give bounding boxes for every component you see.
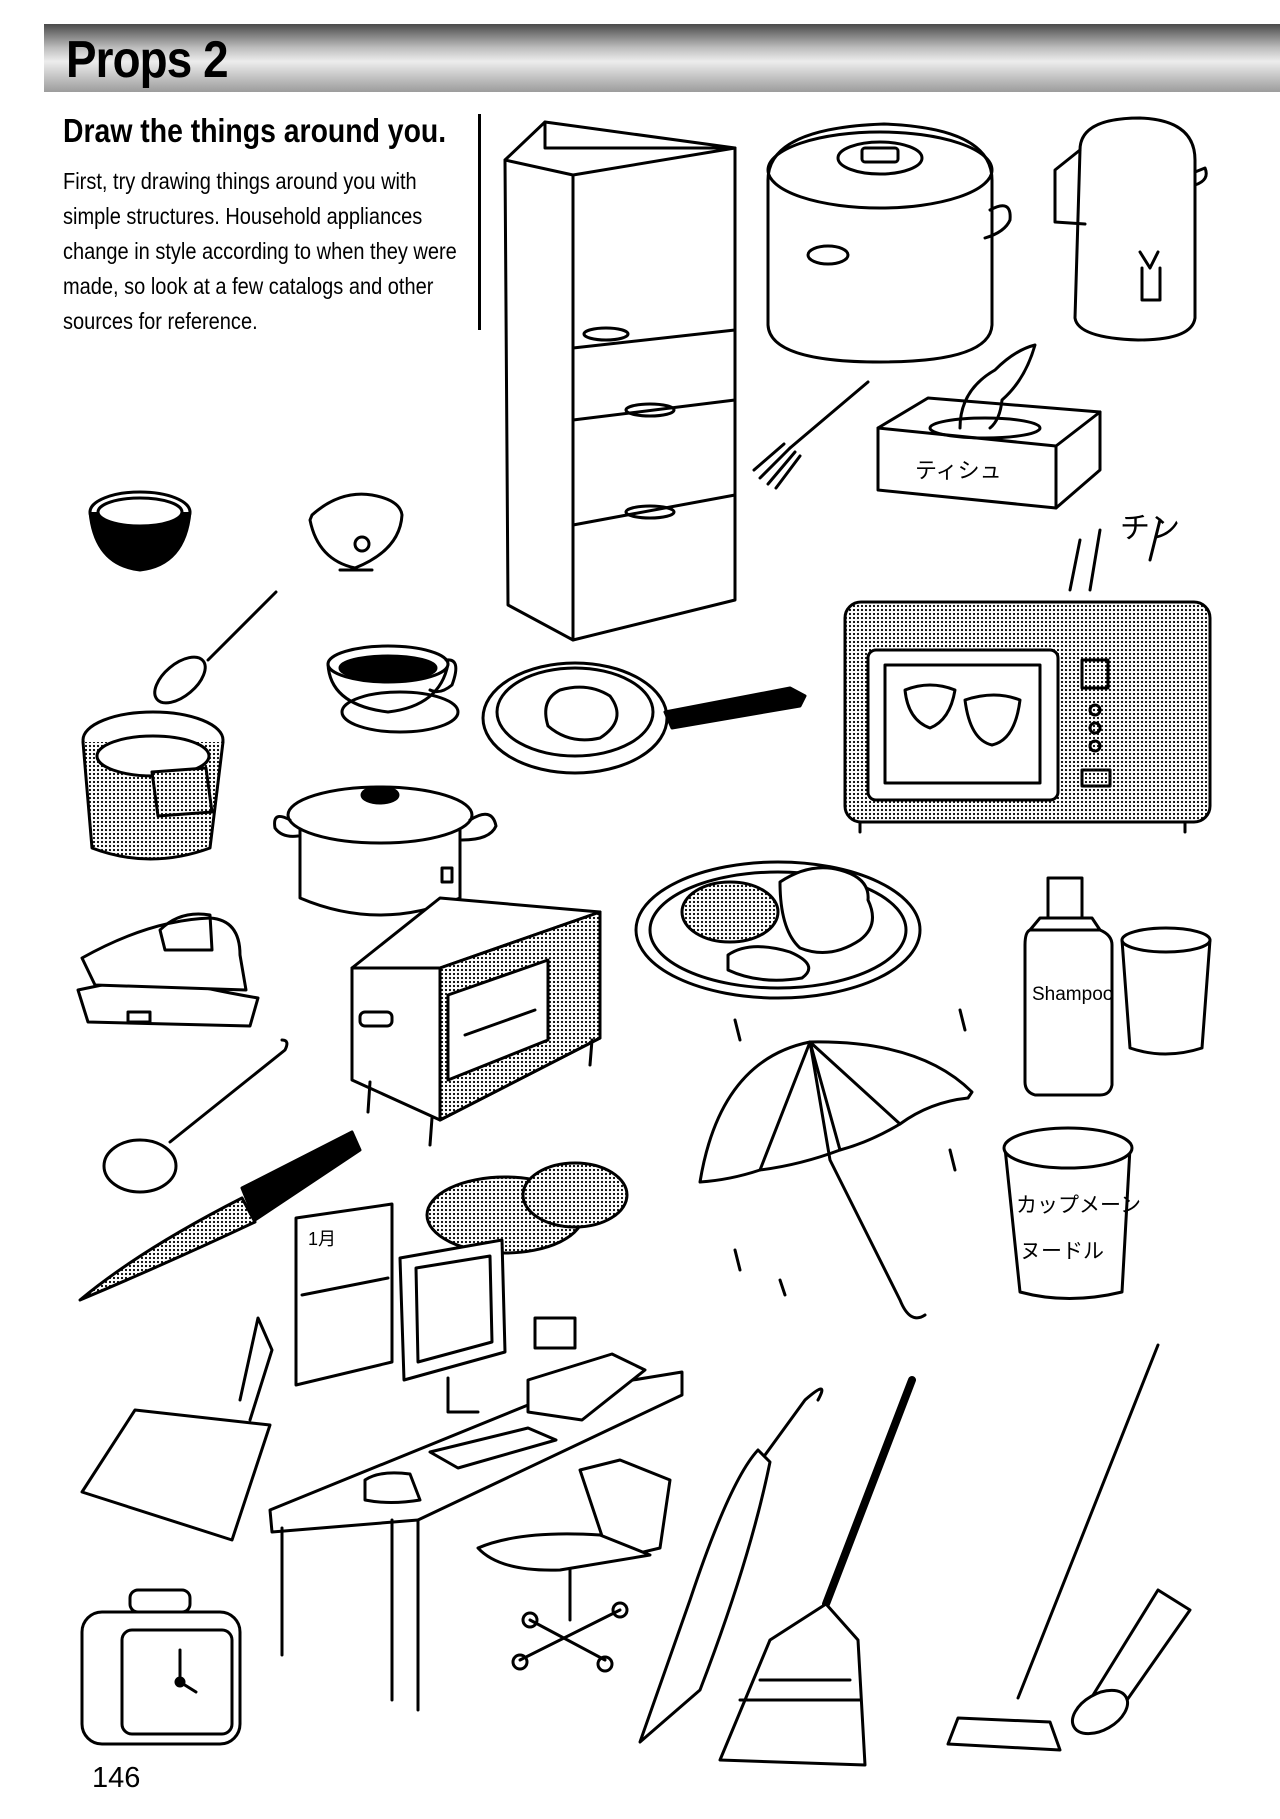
- cup-noodle-label: カップメーン: [1016, 1194, 1141, 1217]
- rice-bowl-illustration: [308, 492, 404, 572]
- cup-noodle-illustration: カップメーン ヌードル: [1002, 1126, 1141, 1300]
- clothes-iron-illustration: [76, 912, 260, 1028]
- computer-desk-illustration: [268, 1238, 684, 1712]
- slippers-illustration: [425, 1161, 629, 1255]
- dustpan-illustration: [80, 1316, 274, 1542]
- cooking-pot-illustration: [273, 785, 498, 917]
- spoon-illustration: [153, 590, 278, 705]
- intro-body: First, try drawing things around you wit…: [63, 168, 457, 334]
- shampoo-bottle-illustration: Shampoo: [1023, 876, 1114, 1097]
- closed-umbrella-illustration: [638, 1387, 824, 1744]
- refrigerator-illustration: [503, 120, 737, 642]
- tissue-box-illustration: ティシュ: [876, 343, 1102, 510]
- plate-of-food-illustration: [634, 860, 922, 1000]
- alarm-clock-illustration: [80, 1588, 242, 1746]
- microwave-sfx: チン: [1120, 512, 1180, 545]
- toaster-oven-illustration: [350, 896, 602, 1147]
- shampoo-label: Shampoo: [1032, 984, 1113, 1005]
- thermos-pot-illustration: [1053, 116, 1208, 342]
- ladle-illustration: [102, 1038, 289, 1194]
- divider: [478, 114, 481, 330]
- drinking-cup-illustration: [1120, 926, 1212, 1056]
- page-title: Props 2: [66, 31, 229, 89]
- broom-illustration: [718, 1376, 916, 1767]
- calendar-month: 1月: [308, 1229, 336, 1249]
- open-umbrella-illustration: [698, 1008, 974, 1320]
- flashlight-illustration: [1071, 1588, 1192, 1736]
- kitchen-knife-illustration: [78, 1130, 362, 1302]
- intro-block: Draw the things around you. First, try d…: [63, 112, 483, 339]
- title-bar: Props 2: [44, 24, 1280, 92]
- wall-calendar-illustration: 1月: [294, 1202, 394, 1387]
- fork-illustration: [752, 380, 870, 490]
- cup-noodle-label-2: ヌードル: [1020, 1240, 1104, 1263]
- floor-mop-illustration: [946, 1343, 1160, 1752]
- page-number: 146: [92, 1762, 141, 1794]
- teacup-illustration: [326, 644, 460, 734]
- microwave-illustration: チン: [843, 512, 1212, 834]
- rice-cooker-illustration: [766, 122, 1012, 364]
- soup-bowl-illustration: [88, 490, 192, 572]
- frying-pan-illustration: [481, 661, 807, 775]
- bucket-illustration: [81, 710, 225, 861]
- intro-heading: Draw the things around you.: [63, 112, 447, 149]
- tissue-label: ティシュ: [915, 458, 1002, 483]
